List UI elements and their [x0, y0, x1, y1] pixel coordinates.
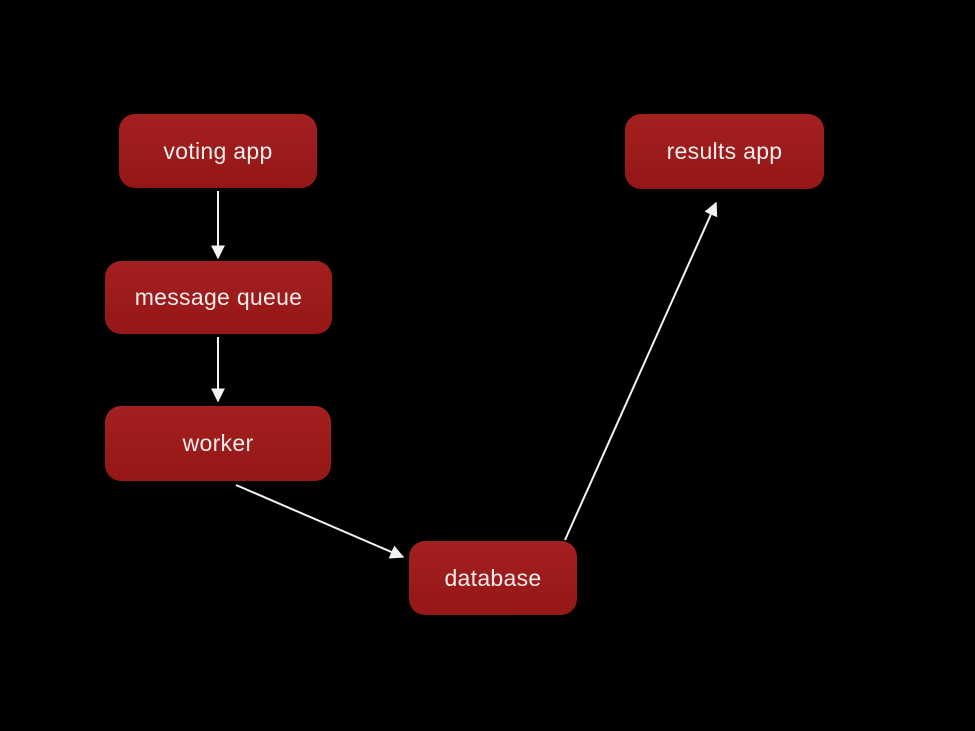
- node-message-queue: message queue: [105, 261, 332, 334]
- node-worker: worker: [105, 406, 331, 481]
- node-database: database: [409, 541, 577, 615]
- arrow-worker-to-database: [235, 484, 405, 559]
- node-voting-app: voting app: [119, 114, 317, 188]
- node-results-app: results app: [625, 114, 824, 189]
- arrow-database-to-results-app: [564, 201, 718, 541]
